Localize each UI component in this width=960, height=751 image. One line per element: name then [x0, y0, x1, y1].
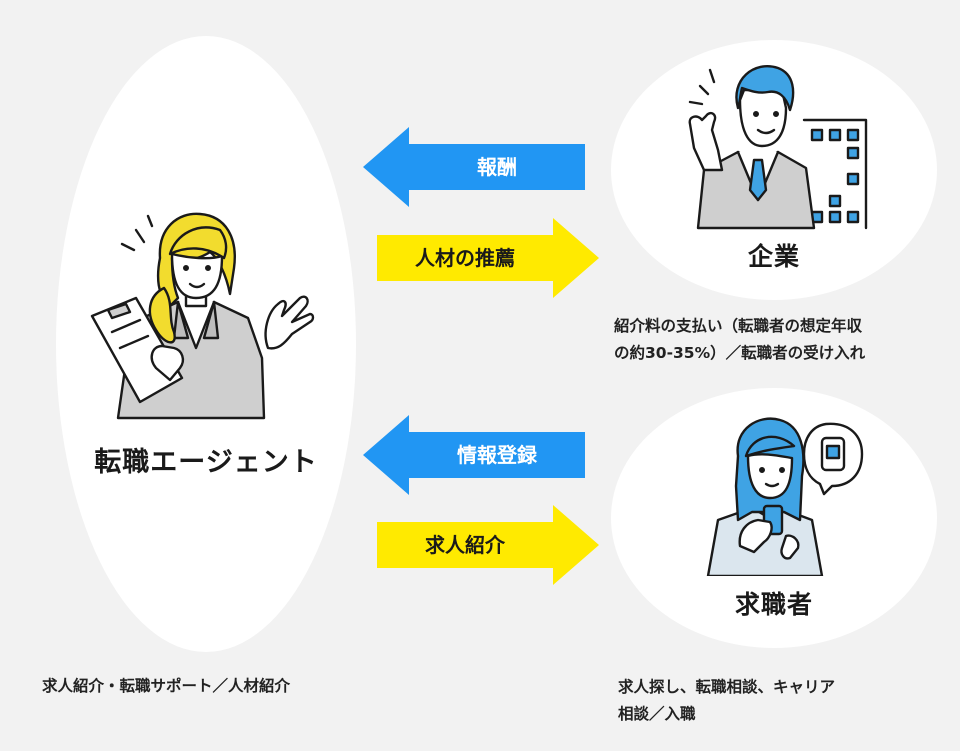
fee-arrow: 報酬: [363, 127, 585, 207]
register-arrow-label: 情報登録: [457, 443, 537, 467]
fee-arrow-label: 報酬: [477, 155, 517, 179]
agent-label: 転職エージェント: [94, 447, 318, 478]
seeker-label: 求職者: [734, 590, 813, 619]
businessman-building-icon: [688, 65, 868, 230]
register-arrow: 情報登録: [363, 415, 585, 495]
company-description: 紹介料の支払い（転職者の想定年収 の約30-35%）／転職者の受け入れ: [614, 313, 934, 367]
seeker-description: 求人探し、転職相談、キャリア 相談／入職: [618, 674, 918, 728]
seeker-description-line2: 相談／入職: [618, 705, 696, 723]
company-description-line1: 紹介料の支払い（転職者の想定年収: [614, 317, 863, 335]
recommend-arrow: 人材の推薦: [377, 218, 599, 298]
company-description-line2: の約30-35%）／転職者の受け入れ: [614, 344, 866, 362]
job-offer-arrow-label: 求人紹介: [425, 533, 505, 557]
jobseeker-smartphone-icon: [706, 417, 864, 576]
company-label: 企業: [747, 242, 800, 271]
seeker-description-line1: 求人探し、転職相談、キャリア: [618, 678, 836, 696]
female-agent-clipboard-icon: [90, 212, 315, 420]
agent-description: 求人紹介・転職サポート／人材紹介: [42, 677, 291, 695]
recommend-arrow-label: 人材の推薦: [415, 246, 515, 270]
job-offer-arrow: 求人紹介: [377, 505, 599, 585]
